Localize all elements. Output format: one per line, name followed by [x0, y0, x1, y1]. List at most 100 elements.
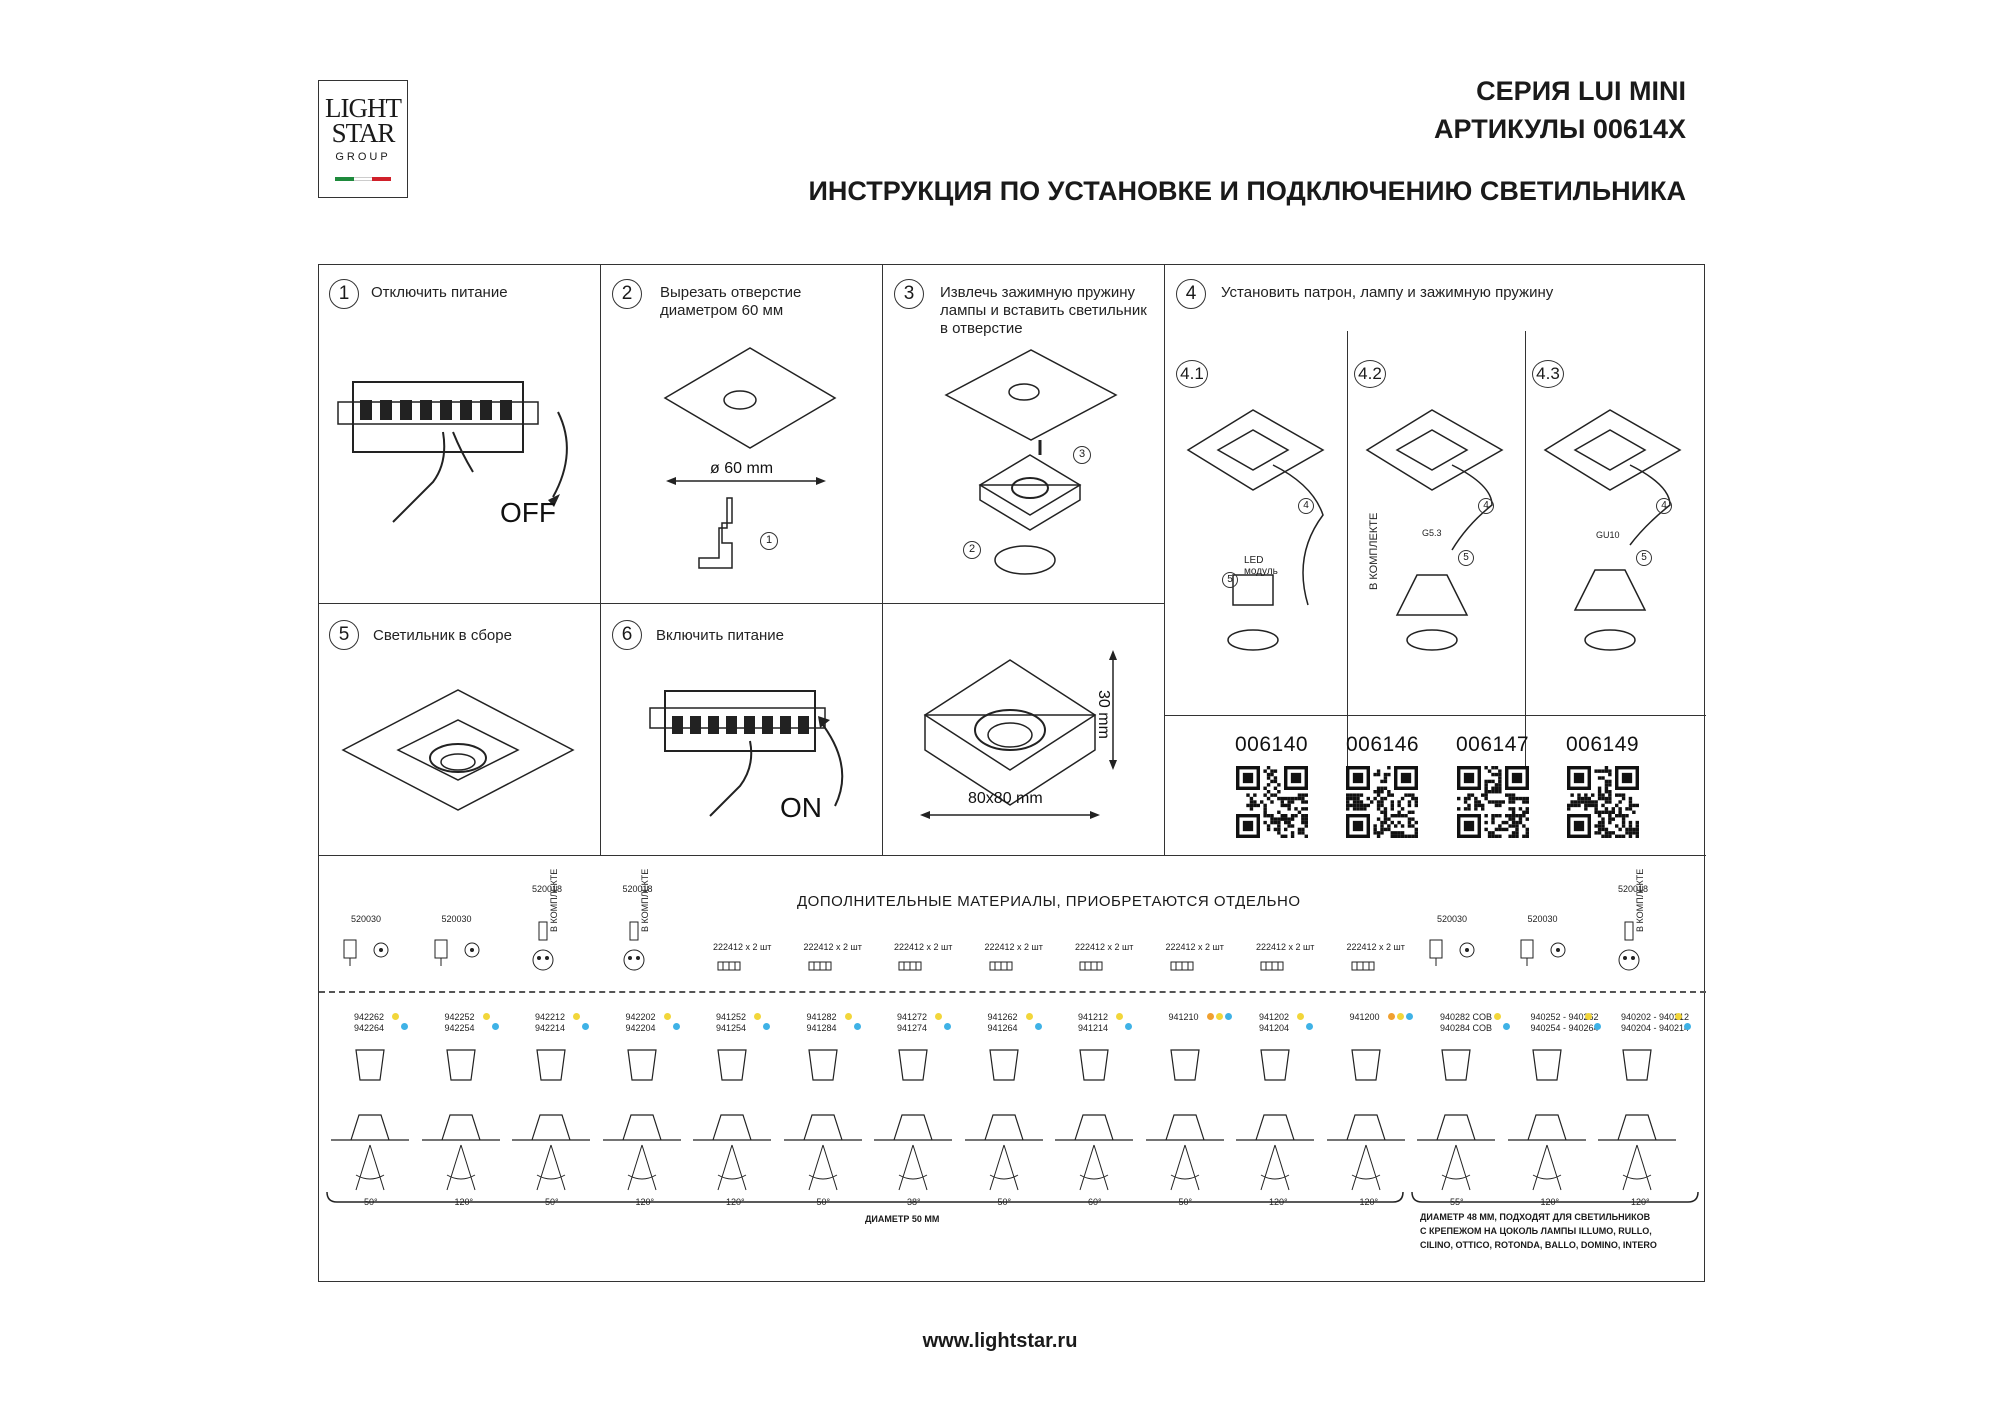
- lamp-article-b: 942214: [535, 1023, 566, 1033]
- lamp-article-a: 942212: [535, 1012, 566, 1022]
- lamp-profile-icon: [512, 1049, 590, 1191]
- qr-code-icon[interactable]: [1567, 766, 1639, 838]
- color-dot-icon: [482, 1013, 490, 1020]
- color-dot-icon: [401, 1023, 408, 1030]
- lamp-article-a: 941262: [987, 1012, 1018, 1022]
- connector-icon: [1260, 961, 1284, 971]
- step-2-number: 2: [612, 279, 642, 309]
- lamp-article-a: 940252 - 940262: [1530, 1012, 1599, 1022]
- connector-icon: [1079, 961, 1103, 971]
- assembled-fixture-illustration: [341, 689, 575, 811]
- accessory-part-label: 520030: [1437, 914, 1468, 924]
- lamp-article-a: 940202 - 940212: [1621, 1012, 1690, 1022]
- articles-title: АРТИКУЛЫ 00614X: [1434, 114, 1686, 144]
- logo-line-1: LIGHT: [325, 93, 402, 123]
- italian-flag-icon: [335, 177, 392, 181]
- gu10-socket-label: GU10: [1596, 530, 1620, 540]
- qr-code-icon[interactable]: [1457, 766, 1529, 838]
- connector-icon: [989, 961, 1012, 971]
- lamp-profile-icon: [1055, 1049, 1133, 1191]
- color-dot-icon: [1503, 1023, 1510, 1030]
- sub-step-4-b: 4: [1478, 498, 1494, 514]
- accessory-part-label: 520030: [441, 914, 472, 924]
- color-dot-icon: [1405, 1013, 1413, 1020]
- lamp-article-b: 941254: [716, 1023, 747, 1033]
- page-title: ИНСТРУКЦИЯ ПО УСТАНОВКЕ И ПОДКЛЮЧЕНИЮ СВ…: [808, 176, 1686, 206]
- color-dot-icon: [1684, 1023, 1691, 1030]
- lamp-article-a: 941272: [897, 1012, 928, 1022]
- lamp-profile-icon: [1236, 1049, 1314, 1191]
- socket-icon: [1520, 939, 1565, 966]
- step-5-number: 5: [329, 620, 359, 650]
- breaker-off-illustration: [337, 381, 568, 523]
- lamp-profile-icon: [964, 1049, 1043, 1191]
- lamp-article-b: 940204 - 940214: [1621, 1023, 1690, 1033]
- website-link[interactable]: www.lightstar.ru: [922, 1330, 1078, 1352]
- accessory-part-label: 222412 х 2 шт: [1165, 942, 1224, 952]
- qr-code-icon[interactable]: [1346, 766, 1418, 838]
- color-dot-icon: [1215, 1013, 1223, 1020]
- accessory-part-label: 222412 х 2 шт: [894, 942, 953, 952]
- accessory-part-label: 520030: [351, 914, 382, 924]
- lamp-article-a: 940282 COB: [1440, 1012, 1493, 1022]
- sub-step-5-a: 5: [1222, 572, 1238, 588]
- step-4-1-number: 4.1: [1176, 360, 1208, 388]
- qr-code-icon[interactable]: [1236, 766, 1308, 838]
- lamp-article-b: 941264: [987, 1023, 1018, 1033]
- lamp-article-a: 942202: [625, 1012, 656, 1022]
- lamp-article-a: 942262: [354, 1012, 385, 1022]
- diameter-50-note: ДИАМЕТР 50 ММ: [865, 1214, 940, 1224]
- color-dot-icon: [392, 1013, 399, 1020]
- accessory-part-label: 222412 х 2 шт: [803, 942, 862, 952]
- color-dot-icon: [763, 1023, 770, 1030]
- fixture-insert-illustration: [978, 440, 1082, 531]
- article-code-4: 006149: [1566, 733, 1640, 756]
- logo-line-3: GROUP: [335, 151, 391, 163]
- color-dot-icon: [1034, 1023, 1042, 1030]
- breaker-on-illustration: [649, 690, 844, 817]
- article-code-1: 006140: [1235, 733, 1309, 756]
- step-1-number: 1: [329, 279, 359, 309]
- lamp-article-b: 941214: [1078, 1023, 1109, 1033]
- step-4-number: 4: [1176, 279, 1206, 309]
- color-dot-icon: [754, 1013, 761, 1020]
- lamp-article-a: 941202: [1259, 1012, 1290, 1022]
- size-label: 80x80 mm: [968, 790, 1043, 807]
- sub-step-5-b: 5: [1458, 550, 1474, 566]
- lamp-article-b: 940284 COB: [1440, 1023, 1493, 1033]
- sub-step-3: 3: [1073, 446, 1091, 464]
- bracket-48mm-icon: [1411, 1191, 1699, 1203]
- lamp-article-a: 941210: [1168, 1012, 1199, 1022]
- lamp-profile-icon: [1145, 1049, 1224, 1191]
- led-module-label: LED модуль: [1244, 555, 1278, 577]
- accessory-part-label: 520018: [532, 884, 563, 894]
- sub-step-2: 2: [963, 541, 981, 559]
- off-label: OFF: [500, 497, 556, 528]
- ceiling-hole-illustration: [663, 347, 837, 449]
- sub-step-4-c: 4: [1656, 498, 1672, 514]
- accessory-part-label: 520030: [1527, 914, 1558, 924]
- dimensions-illustration: [923, 659, 1097, 806]
- height-arrow-icon: [1109, 650, 1117, 770]
- connector-icon: [1170, 961, 1193, 971]
- lamp-article-b: 941204: [1259, 1023, 1290, 1033]
- g53-socket-label: G5.3: [1422, 528, 1442, 538]
- cutting-tool-icon: [698, 497, 733, 569]
- bracket-50mm-icon: [326, 1191, 1404, 1203]
- lamp-article-a: 941252: [716, 1012, 747, 1022]
- connector-icon: [1351, 961, 1374, 971]
- logo-line-2: STAR: [331, 118, 396, 148]
- lamp-article-a: 941212: [1078, 1012, 1109, 1022]
- color-dot-icon: [853, 1023, 861, 1030]
- g53-lamp-install-illustration: [1365, 409, 1504, 651]
- lamp-profile-icon: [1417, 1049, 1495, 1191]
- color-dot-icon: [1396, 1013, 1404, 1020]
- socket-icon: [623, 921, 644, 971]
- lamp-profile-icon: [602, 1049, 681, 1191]
- color-dot-icon: [1116, 1013, 1123, 1020]
- lamp-article-b: 942264: [354, 1023, 385, 1033]
- accessory-part-label: 222412 х 2 шт: [1075, 942, 1134, 952]
- color-dot-icon: [1224, 1013, 1232, 1020]
- lamp-profile-icon: [1326, 1049, 1405, 1191]
